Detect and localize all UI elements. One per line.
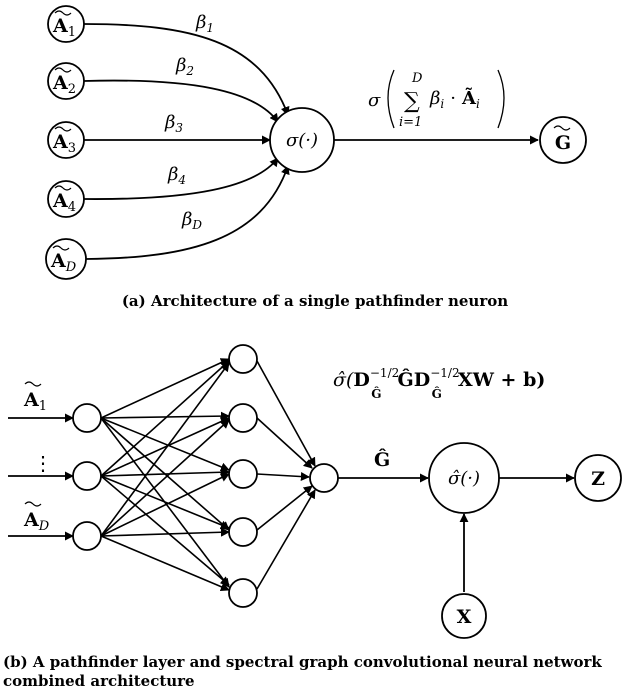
edge-d (85, 165, 290, 260)
formula-sum-top: D (411, 71, 423, 86)
panel-a-neuron: σ(·) (269, 107, 335, 173)
panel-a-input-3: A3 (47, 121, 85, 159)
panel-a-input-1: A1 (47, 5, 85, 43)
input-3-label: A3 (52, 131, 76, 156)
input-4-label: A4 (52, 190, 76, 215)
panel-b-input-d-label: AD (23, 509, 50, 534)
aggregator-node (309, 463, 339, 493)
panel-b-input-1-label: A1 (23, 389, 47, 414)
x-label: X (457, 606, 472, 628)
formula-body: βi·Ãi (429, 86, 480, 111)
edge-4 (83, 157, 279, 200)
panel-a-input-2: A2 (47, 62, 85, 100)
formula-sum-bottom: i=1 (399, 115, 422, 130)
input-2-label: A2 (52, 72, 76, 97)
panel-a-output: G (539, 116, 587, 164)
z-label: Z (591, 468, 605, 490)
layer2-node (228, 578, 258, 608)
pool-edges (256, 360, 316, 590)
layer1-node (72, 403, 102, 433)
weight-4: β4 (167, 164, 186, 187)
layer2-node (228, 517, 258, 547)
weight-3: β3 (164, 112, 183, 135)
layer1-node (72, 461, 102, 491)
edge-2 (83, 79, 279, 123)
weight-d: βD (181, 209, 202, 232)
caption-b-line1: (b) A pathfinder layer and spectral grap… (3, 653, 602, 671)
panel-a-input-d: AD (45, 238, 87, 280)
panel-b: A1 ⋮ AD (3, 344, 622, 688)
weight-2: β2 (175, 55, 194, 78)
panel-b-ellipsis: ⋮ (33, 451, 53, 475)
formula-sigma: σ (368, 90, 381, 111)
caption-a: (a) Architecture of a single pathfinder … (122, 292, 508, 310)
g-hat-edge-label: Ĝ (374, 448, 390, 471)
gcn-node: σ̂(·) (428, 442, 500, 514)
panel-a-input-4: A4 (47, 180, 85, 218)
weight-1: β1 (195, 12, 214, 35)
neuron-label: σ(·) (286, 130, 318, 151)
panel-a: A1 A2 A3 A4 AD β1 β2 β3 (45, 5, 587, 310)
formula-sum-symbol: ∑ (404, 89, 420, 114)
x-node: X (441, 593, 487, 639)
input-1-label: A1 (52, 15, 76, 40)
input-d-label: AD (50, 250, 77, 275)
layer2-node (228, 403, 258, 433)
fc-edges (100, 358, 230, 591)
layer2-node (228, 459, 258, 489)
output-label: G (555, 132, 571, 154)
layer1-node (72, 521, 102, 551)
panel-a-formula: σ D ∑ i=1 βi·Ãi (368, 69, 505, 130)
caption-b-line2: combined architecture (3, 672, 195, 688)
edge-1 (83, 23, 290, 116)
layer2-node (228, 344, 258, 374)
gcn-label: σ̂(·) (448, 468, 480, 489)
z-node: Z (574, 454, 622, 502)
